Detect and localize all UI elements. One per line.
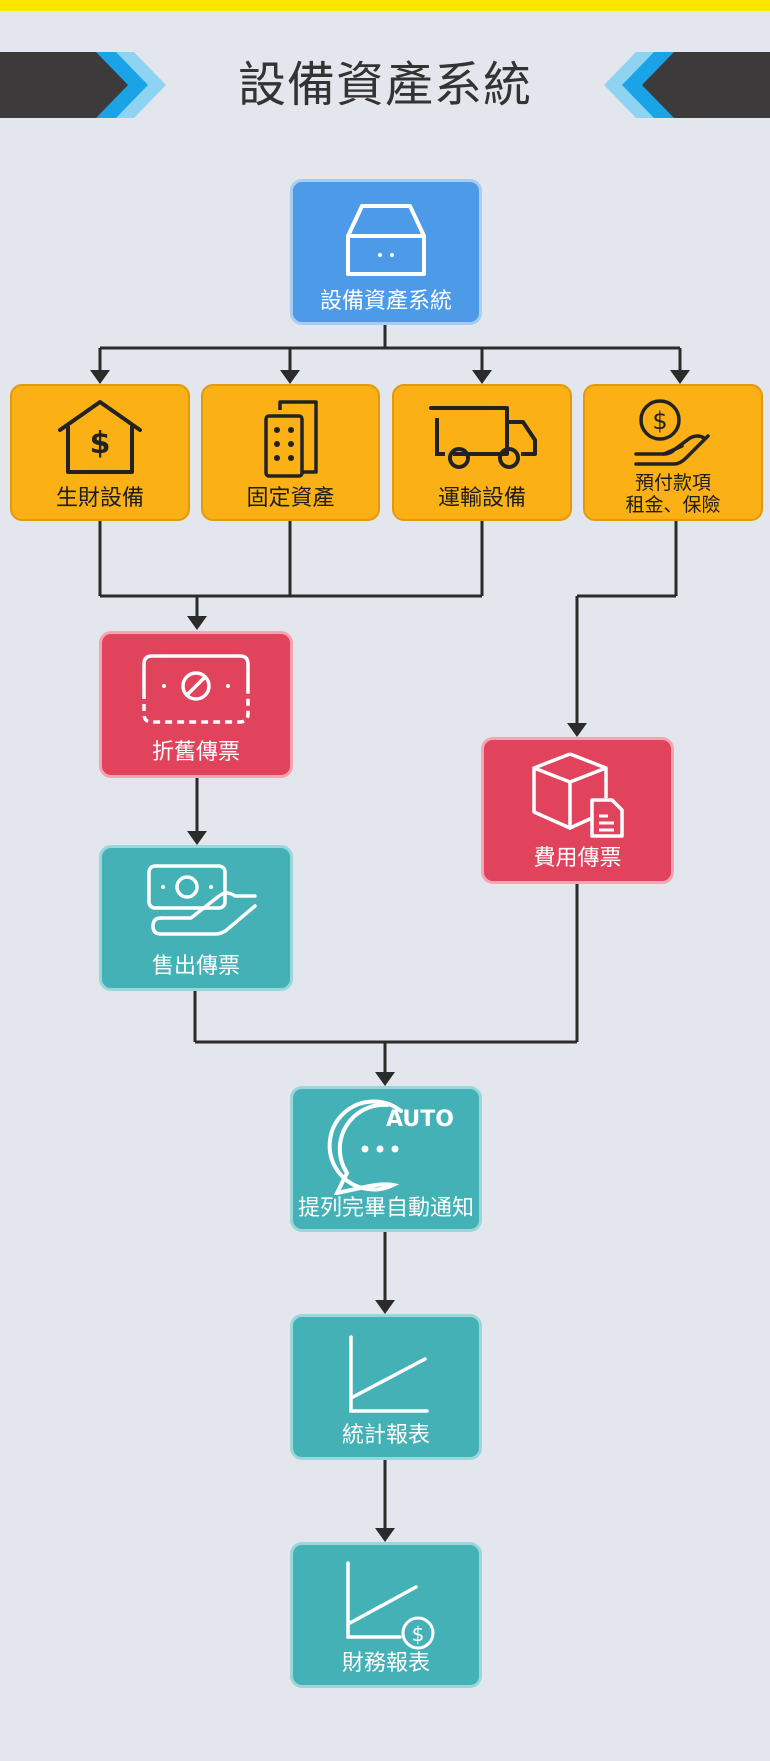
delivery-truck-icon: [429, 406, 537, 469]
box-document-icon: [531, 752, 624, 838]
node-stats-report: 統計報表: [290, 1314, 482, 1460]
sales-label: 售出傳票: [151, 954, 240, 979]
svg-text:$: $: [412, 1622, 425, 1646]
node-root: 設備資產系統: [290, 179, 482, 325]
svg-text:$: $: [652, 407, 667, 435]
transport-label: 運輸設備: [437, 486, 526, 511]
hand-coin-icon: $: [634, 399, 710, 466]
node-prepaid: $ 預付款項 租金、保險: [583, 384, 763, 521]
root-label: 設備資產系統: [319, 289, 452, 314]
node-auto-notify: AUTO 提列完畢自動通知: [290, 1086, 482, 1232]
depreciation-label: 折舊傳票: [151, 740, 240, 765]
cut-card-icon: [142, 654, 250, 724]
hand-cash-icon: [147, 864, 257, 936]
node-furniture: $ 生財設備: [10, 384, 190, 521]
svg-text:$: $: [90, 426, 111, 461]
node-fixed-assets: 固定資產: [201, 384, 380, 521]
expense-label: 費用傳票: [533, 846, 622, 871]
node-depreciation: 折舊傳票: [99, 631, 293, 778]
line-chart-icon: [349, 1335, 429, 1413]
prepaid-label-line1: 預付款項: [634, 472, 711, 494]
furniture-label: 生財設備: [55, 486, 144, 511]
prepaid-label-line2: 租金、保險: [625, 494, 721, 516]
chat-bubble-icon: [327, 1099, 403, 1195]
left-chevron-banner: [0, 52, 166, 118]
stats-report-label: 統計報表: [341, 1423, 430, 1448]
auto-badge-text: AUTO: [386, 1107, 454, 1132]
house-dollar-icon: $: [58, 400, 142, 474]
finance-report-label: 財務報表: [341, 1651, 430, 1676]
arrow-to-furniture: [90, 348, 110, 384]
auto-notify-label: 提列完畢自動通知: [297, 1196, 474, 1221]
node-expense: 費用傳票: [481, 737, 674, 884]
node-finance-report: $ 財務報表: [290, 1542, 482, 1688]
line-chart-dollar-icon: $: [346, 1561, 435, 1650]
page-title: 設備資產系統: [237, 57, 532, 113]
top-accent-bar: [0, 0, 770, 11]
fixed-assets-label: 固定資產: [246, 486, 335, 511]
node-transport: 運輸設備: [392, 384, 572, 521]
office-building-icon: [263, 400, 318, 478]
node-sales: 售出傳票: [99, 845, 293, 991]
server-drawer-icon: [346, 204, 426, 276]
right-chevron-banner: [604, 52, 770, 118]
